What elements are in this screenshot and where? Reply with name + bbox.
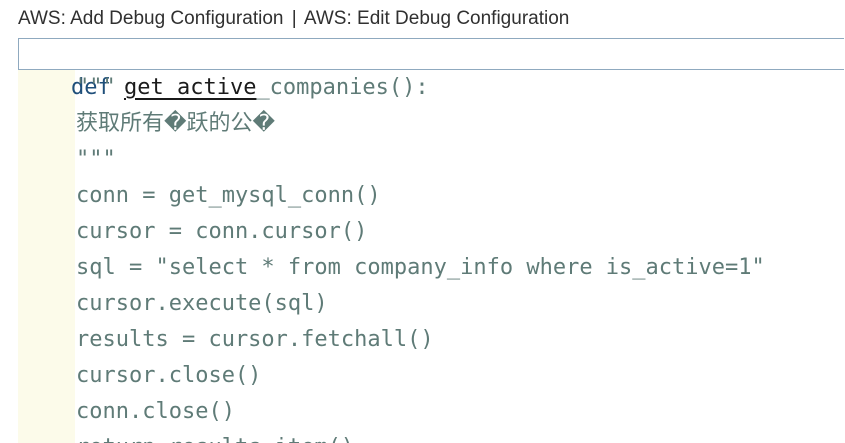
edit-debug-configuration-link[interactable]: AWS: Edit Debug Configuration	[303, 8, 570, 29]
keyword-def: def	[70, 75, 111, 100]
codelens-separator: |	[291, 8, 297, 29]
code-line[interactable]: """	[76, 75, 116, 100]
indent-guide	[18, 70, 75, 443]
code-line[interactable]: conn = get_mysql_conn()	[76, 183, 381, 208]
function-name-highlighted: get_active	[123, 75, 257, 100]
code-line[interactable]: return results.item()	[76, 431, 354, 443]
code-editor[interactable]: def get_active_companies(): """ 获取所有�跃的公…	[18, 38, 845, 443]
code-line[interactable]: cursor = conn.cursor()	[76, 219, 368, 244]
code-line[interactable]: """	[76, 147, 116, 172]
code-line[interactable]: results = cursor.fetchall()	[76, 327, 434, 352]
code-line[interactable]: sql = "select * from company_info where …	[76, 255, 765, 280]
add-debug-configuration-link[interactable]: AWS: Add Debug Configuration	[18, 8, 284, 29]
codelens-bar: AWS: Add Debug Configuration | AWS: Edit…	[0, 0, 845, 38]
current-line-highlight	[18, 38, 844, 70]
function-name-rest: _companies():	[256, 75, 429, 100]
code-line-docstring[interactable]: 获取所有�跃的公�	[76, 111, 276, 136]
code-line[interactable]: conn.close()	[76, 399, 235, 424]
code-line[interactable]: cursor.execute(sql)	[76, 291, 328, 316]
code-line[interactable]: cursor.close()	[76, 363, 262, 388]
code-line-def[interactable]: def get_active_companies():	[18, 38, 429, 100]
